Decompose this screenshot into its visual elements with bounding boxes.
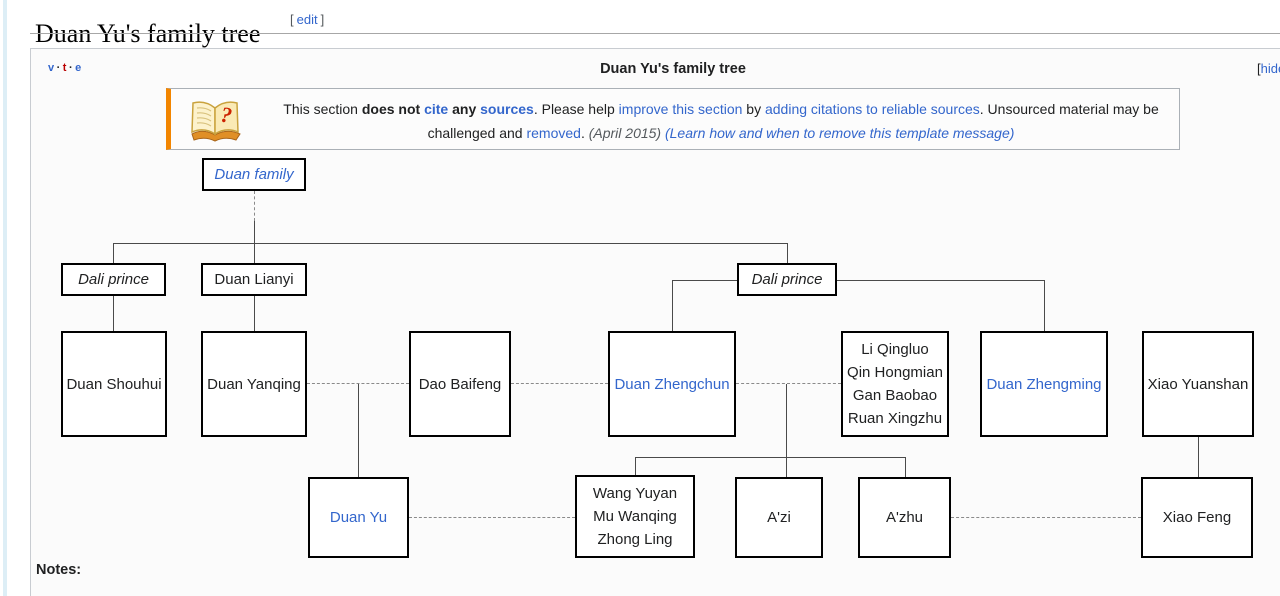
banner-segment: any [452,101,477,117]
edit-link-label[interactable]: edit [296,12,318,27]
tree-node-azhu: A'zhu [858,477,951,558]
citation-needed-banner: ? This section does not cite any sources… [166,88,1180,150]
banner-message: This section does not cite any sources. … [271,97,1171,145]
notes-label: Notes: [36,562,82,578]
page-left-strip [3,0,7,596]
svg-text:?: ? [219,102,233,128]
connector-line [672,280,737,281]
connector-line [905,457,906,477]
tree-node-duan-zhengming[interactable]: Duan Zhengming [980,331,1108,437]
node-label: Dali prince [78,271,149,288]
connector-line [787,243,788,263]
page-title: Duan Yu's family tree [35,19,261,49]
node-label: Duan Lianyi [214,271,294,288]
node-label: Duan Yu [329,509,388,526]
banner-date: (April 2015) [588,125,662,141]
cite-link[interactable]: cite [424,101,449,117]
node-label: Gan Baobao [852,387,938,404]
tree-node-azi: A'zi [735,477,823,558]
removed-link[interactable]: removed [526,125,581,141]
tree-node-zhengchun-consorts: Li Qingluo Qin Hongmian Gan Baobao Ruan … [841,331,949,437]
node-label: Duan family [214,166,294,183]
hide-link-label[interactable]: hide [1260,61,1280,76]
hide-toggle[interactable]: [hide] [1257,61,1280,76]
tree-node-dali-prince-right: Dali prince [737,263,837,296]
question-book-icon: ? [185,96,247,149]
connector-line [951,517,1141,518]
connector-line [837,280,1044,281]
tree-node-xiao-yuanshan: Xiao Yuanshan [1142,331,1254,437]
connector-line [254,296,255,331]
tree-node-xiao-feng: Xiao Feng [1141,477,1253,558]
node-label: Zhong Ling [597,531,673,548]
node-label: Dali prince [751,271,823,288]
tree-node-duan-yu-consorts: Wang Yuyan Mu Wanqing Zhong Ling [575,475,695,558]
node-label: Duan Zhengchun [614,375,730,393]
heading-divider [30,33,1280,34]
connector-line [409,517,575,518]
vte-separator: · [68,62,74,74]
edit-template-link[interactable]: e [75,62,82,74]
banner-segment: This section [283,101,362,117]
tree-node-duan-shouhui: Duan Shouhui [61,331,167,437]
hide-open-bracket: [ [1257,61,1261,76]
banner-segment: by [742,101,765,117]
node-label: Duan Yanqing [207,375,301,393]
connector-line [113,296,114,331]
connector-line [254,221,255,263]
node-label: Wang Yuyan [592,485,678,502]
improve-section-link[interactable]: improve this section [618,101,743,117]
connector-line [635,457,905,458]
connector-line [254,191,255,221]
talk-template-link[interactable]: t [62,62,67,74]
node-label: Mu Wanqing [593,508,677,525]
node-label: Xiao Yuanshan [1147,375,1249,393]
adding-citations-link[interactable]: adding citations to reliable sources [764,101,980,117]
tree-node-duan-yanqing: Duan Yanqing [201,331,307,437]
connector-line [635,457,636,475]
navbox-title: Duan Yu's family tree [600,61,746,77]
sources-link[interactable]: sources [480,101,534,117]
node-label: Dao Baifeng [418,375,502,393]
connector-line [736,383,841,384]
banner-segment: . Please help [533,101,619,117]
learn-how-link[interactable]: (Learn how and when to remove this templ… [664,125,1015,141]
tree-node-duan-zhengchun[interactable]: Duan Zhengchun [608,331,736,437]
banner-segment: . Unsourced material may be challenged a… [427,101,1159,141]
edit-close-bracket: ] [320,12,325,27]
tree-node-duan-yu[interactable]: Duan Yu [308,477,409,558]
node-label: Duan Zhengming [986,375,1102,393]
node-label: Qin Hongmian [847,364,943,381]
view-template-link[interactable]: v [48,62,55,74]
connector-line [307,383,409,384]
connector-line [786,384,787,477]
node-label: Xiao Feng [1162,509,1232,526]
connector-line [1198,437,1199,477]
tree-node-dao-baifeng: Dao Baifeng [409,331,511,437]
tree-node-duan-family[interactable]: Duan family [202,158,306,191]
connector-line [672,280,673,331]
connector-line [358,384,359,477]
connector-line [1044,280,1045,331]
connector-line [113,243,114,263]
node-label: Ruan Xingzhu [847,410,943,427]
vte-separator: · [56,62,61,74]
node-label: A'zi [767,509,791,526]
tree-node-dali-prince-left: Dali prince [61,263,166,296]
vte-links: v·t·e [48,62,82,74]
connector-line [511,383,608,384]
edit-open-bracket: [ [290,12,294,27]
tree-node-duan-lianyi: Duan Lianyi [201,263,307,296]
section-edit-link[interactable]: [edit] [290,12,324,27]
banner-segment: does not [361,101,421,117]
connector-line [113,243,787,244]
node-label: Duan Shouhui [66,375,162,393]
banner-segment: . [580,125,589,141]
node-label: Li Qingluo [861,341,929,358]
node-label: A'zhu [885,509,924,526]
